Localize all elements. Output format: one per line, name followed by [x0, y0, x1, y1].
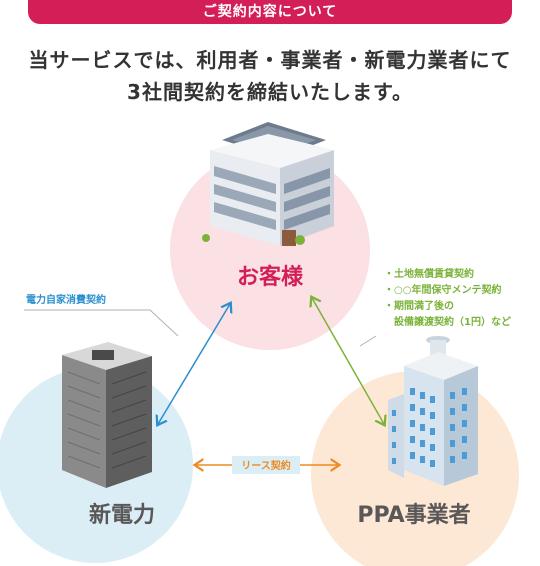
building-customer-icon [202, 122, 334, 246]
self-consumption-arrow [158, 304, 230, 424]
customer-label: お客様 [237, 264, 304, 290]
self-consumption-leader [24, 309, 179, 337]
ppa-contract-arrow [312, 298, 384, 424]
intro-line-2: 3社間契約を締結いたします。 [127, 80, 413, 104]
ppa-item: 設備譲渡契約（1円）など [384, 315, 511, 328]
ppa-label: PPA事業者 [357, 502, 470, 528]
section-header: ご契約内容について [28, 0, 512, 24]
ppa-item: ・土地無償賃貸契約 [384, 267, 474, 280]
new-power-label: 新電力 [89, 502, 155, 528]
building-new-power-icon [62, 342, 152, 488]
lease-label: リース契約 [241, 459, 291, 472]
section-title: ご契約内容について [202, 4, 338, 20]
intro-line-1: 当サービスでは、利用者・事業者・新電力業者にて [28, 48, 512, 72]
ppa-item: ・期間満了後の [384, 299, 454, 312]
lease-label-bg [232, 456, 300, 474]
self-consumption-label: 電力自家消費契約 [26, 293, 106, 306]
building-ppa-icon [388, 336, 478, 486]
ppa-items-leader [359, 335, 377, 347]
ppa-items-list: ・土地無償賃貸契約 ・○○年間保守メンテ契約 ・期間満了後の 設備譲渡契約（1円… [384, 267, 511, 328]
intro-text: 当サービスでは、利用者・事業者・新電力業者にて 3社間契約を締結いたします。 [0, 44, 540, 108]
ppa-item: ・○○年間保守メンテ契約 [384, 283, 501, 296]
